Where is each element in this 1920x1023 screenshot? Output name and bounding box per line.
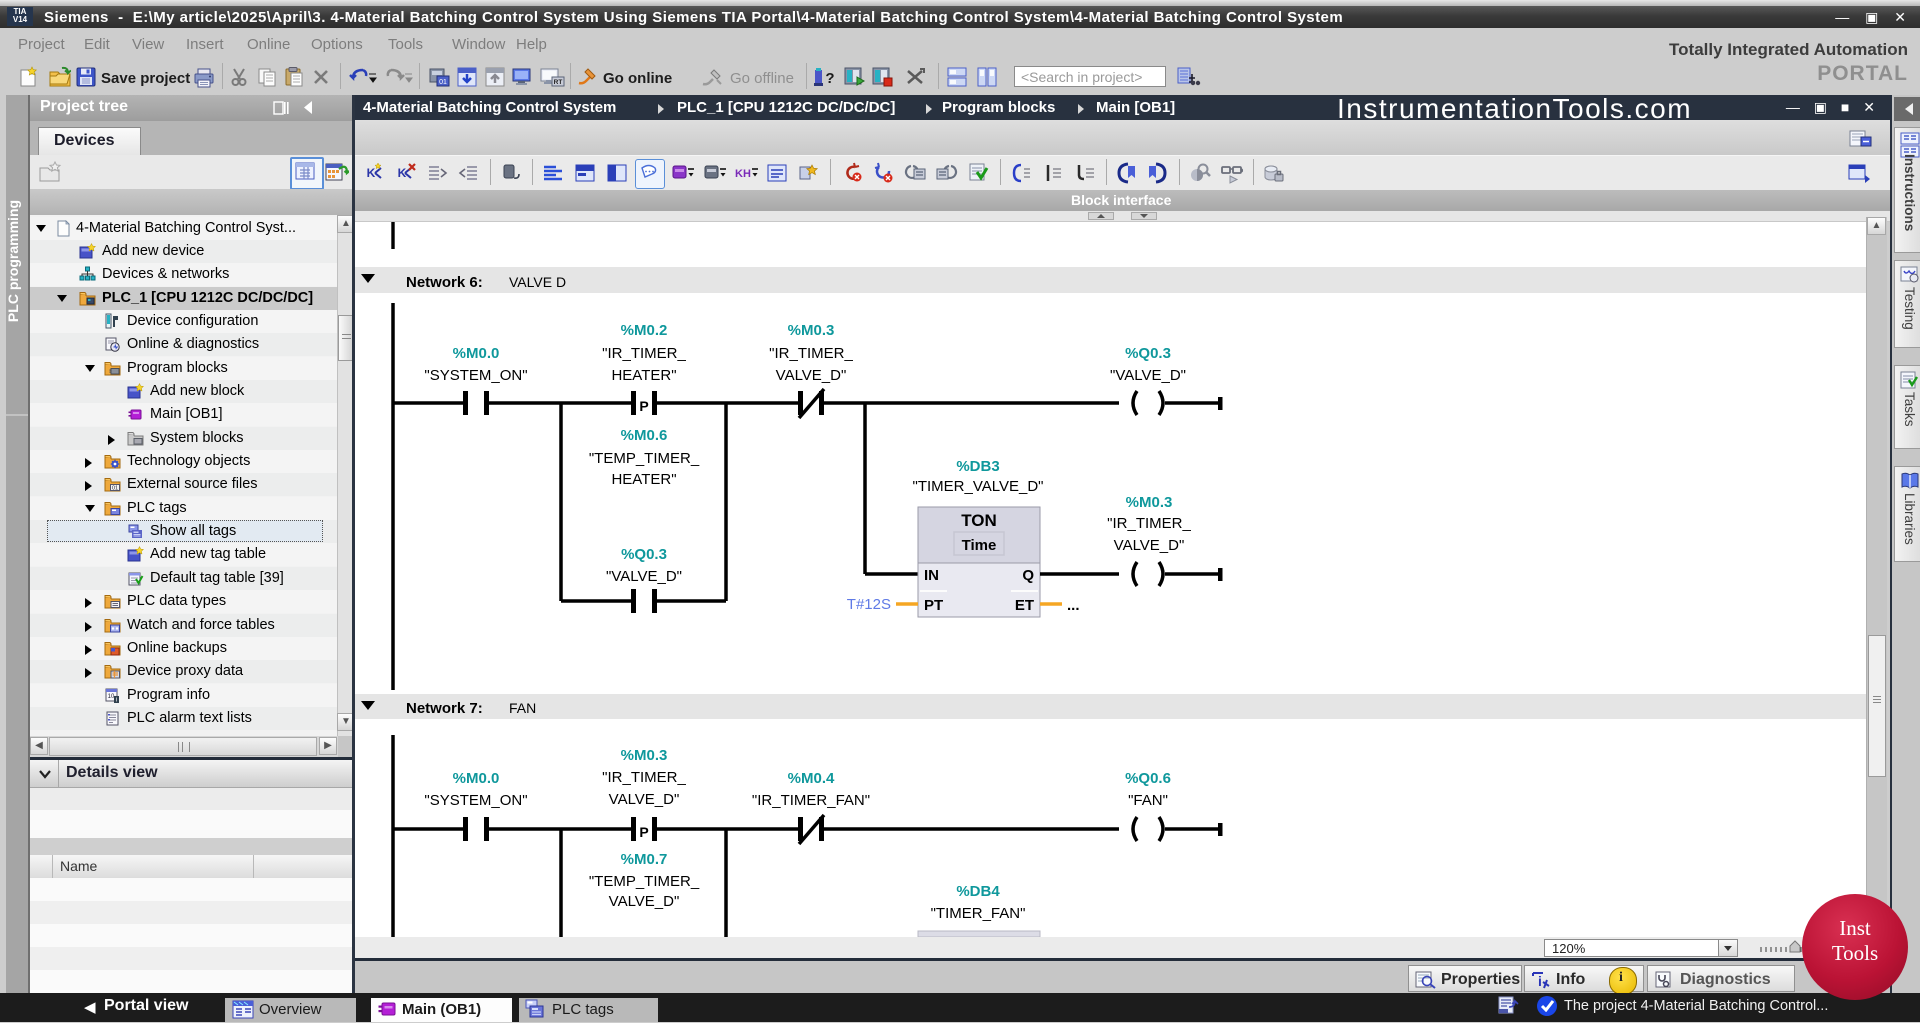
svg-text:"IR_TIMER_: "IR_TIMER_	[602, 345, 686, 362]
svg-text:TON: TON	[961, 511, 997, 530]
svg-text:01: 01	[439, 79, 447, 86]
svg-text:%M0.0: %M0.0	[453, 345, 500, 362]
svg-text:RT: RT	[554, 79, 563, 86]
svg-text:%M0.3: %M0.3	[621, 747, 668, 764]
svg-text:i: i	[1538, 973, 1542, 989]
svg-text:ET: ET	[1015, 597, 1034, 614]
svg-text:...: ...	[1067, 597, 1080, 614]
svg-text:VALVE_D": VALVE_D"	[1114, 537, 1185, 554]
svg-text:KH: KH	[735, 168, 751, 180]
svg-text:Network 7:: Network 7:	[406, 700, 483, 717]
svg-text:Q: Q	[1022, 567, 1034, 584]
svg-text:"TEMP_TIMER_: "TEMP_TIMER_	[589, 450, 700, 467]
svg-text:VALVE_D": VALVE_D"	[609, 791, 680, 808]
svg-text:%M0.7: %M0.7	[621, 851, 668, 868]
svg-text:K: K	[398, 166, 407, 180]
svg-text:"IR_TIMER_: "IR_TIMER_	[1107, 515, 1191, 532]
svg-text:%M0.3: %M0.3	[1126, 494, 1173, 511]
svg-text:"TIMER_VALVE_D": "TIMER_VALVE_D"	[913, 478, 1044, 495]
svg-text:P: P	[639, 824, 648, 840]
svg-text:%Q0.3: %Q0.3	[1125, 345, 1171, 362]
svg-text:%M0.0: %M0.0	[453, 770, 500, 787]
svg-text:%DB4: %DB4	[956, 883, 1000, 900]
svg-text:Time: Time	[962, 537, 997, 554]
svg-text:VALVE D: VALVE D	[509, 274, 566, 290]
svg-text:Network 6:: Network 6:	[406, 274, 483, 291]
svg-text:%M0.3: %M0.3	[788, 322, 835, 339]
svg-text:"TEMP_TIMER_: "TEMP_TIMER_	[589, 873, 700, 890]
svg-text:"IR_TIMER_: "IR_TIMER_	[769, 345, 853, 362]
svg-text:%Q0.6: %Q0.6	[1125, 770, 1171, 787]
svg-text:HEATER": HEATER"	[611, 471, 676, 488]
svg-text:"VALVE_D": "VALVE_D"	[606, 568, 682, 585]
svg-text:"SYSTEM_ON": "SYSTEM_ON"	[424, 367, 527, 384]
svg-text:"FAN": "FAN"	[1128, 792, 1168, 809]
svg-text:%M0.4: %M0.4	[788, 770, 835, 787]
svg-text:"VALVE_D": "VALVE_D"	[1110, 367, 1186, 384]
svg-text:VALVE_D": VALVE_D"	[609, 893, 680, 910]
svg-text:"IR_TIMER_FAN": "IR_TIMER_FAN"	[752, 792, 870, 809]
svg-text:"TIMER_FAN": "TIMER_FAN"	[931, 905, 1026, 922]
svg-text:?: ?	[825, 70, 834, 87]
svg-text:FAN: FAN	[509, 700, 536, 716]
svg-text:PT: PT	[924, 597, 943, 614]
svg-text:P: P	[639, 398, 648, 414]
svg-text:10: 10	[108, 694, 115, 700]
svg-text:K: K	[367, 166, 376, 180]
svg-text:IN: IN	[924, 567, 939, 584]
svg-text:"IR_TIMER_: "IR_TIMER_	[602, 769, 686, 786]
svg-text:%DB3: %DB3	[956, 458, 999, 475]
svg-text:T#12S: T#12S	[847, 596, 891, 613]
svg-text:01: 01	[112, 486, 118, 492]
svg-text:VALVE_D": VALVE_D"	[776, 367, 847, 384]
svg-text:%Q0.3: %Q0.3	[621, 546, 667, 563]
svg-text:"SYSTEM_ON": "SYSTEM_ON"	[424, 792, 527, 809]
svg-text:i: i	[116, 696, 117, 703]
svg-text:%M0.6: %M0.6	[621, 427, 668, 444]
svg-text:%M0.2: %M0.2	[621, 322, 668, 339]
svg-text:HEATER": HEATER"	[611, 367, 676, 384]
